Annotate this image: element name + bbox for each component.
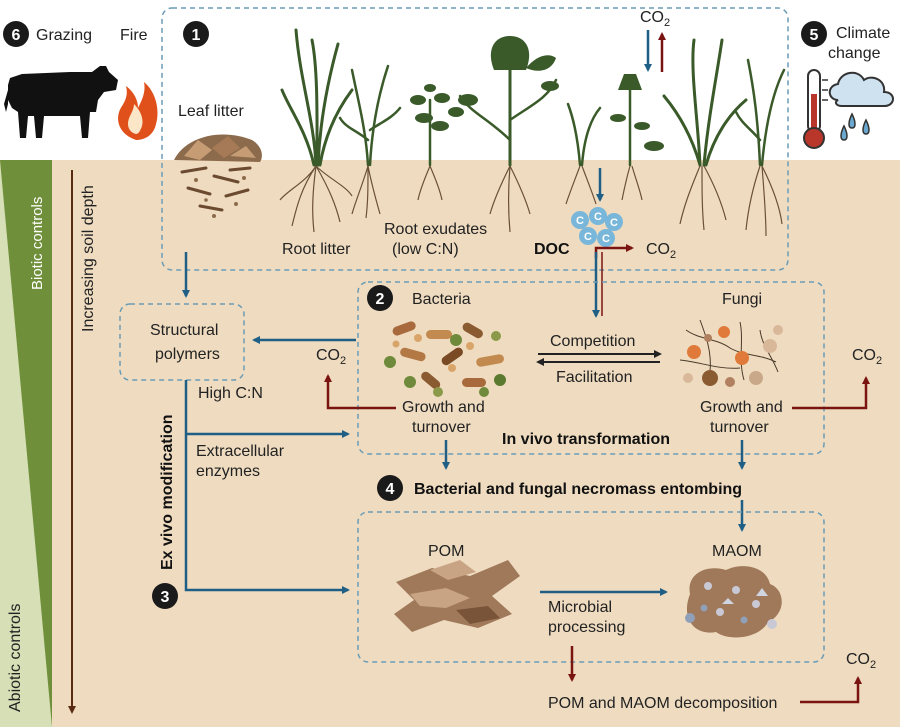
- bacteria-growth-label-1: Growth and: [402, 399, 485, 416]
- maom-illustration: [685, 566, 782, 638]
- doc-label: DOC: [534, 241, 570, 258]
- leaf-litter-label: Leaf litter: [178, 103, 244, 120]
- fire-label: Fire: [120, 27, 148, 44]
- co2-atmosphere-label: CO2: [640, 9, 670, 29]
- high-cn-label: High C:N: [198, 385, 263, 402]
- decomposition-label: POM and MAOM decomposition: [548, 695, 777, 712]
- ex-vivo-pathway: [184, 380, 350, 594]
- svg-text:C: C: [594, 211, 602, 223]
- root-exudates-label-1: Root exudates: [384, 221, 487, 238]
- svg-text:C: C: [610, 217, 618, 229]
- fungi-label: Fungi: [722, 291, 762, 308]
- processing-label-1: Microbial: [548, 599, 612, 616]
- bacteria-label: Bacteria: [412, 291, 471, 308]
- bacteria-co2-arrow: [324, 374, 396, 410]
- enzymes-label-2: enzymes: [196, 463, 260, 480]
- depth-label: Increasing soil depth: [80, 185, 97, 332]
- necromass-badge: 4: [377, 475, 403, 501]
- fungi-growth-label-1: Growth and: [700, 399, 783, 416]
- root-litter-label: Root litter: [282, 241, 351, 258]
- decomposition-co2-arrow: [800, 676, 862, 704]
- microbes-badge: 2: [367, 285, 393, 311]
- processing-label-2: processing: [548, 619, 625, 636]
- facilitation-label: Facilitation: [556, 369, 632, 386]
- plants-illustration: [280, 28, 786, 167]
- fungi-co2-arrow: [792, 376, 870, 410]
- pom-illustration: [394, 560, 520, 632]
- ex-vivo-badge: 3: [152, 583, 178, 609]
- plant-inputs-box: [161, 7, 789, 271]
- pom-maom-box: [357, 511, 825, 663]
- microbes-number: 2: [376, 291, 385, 308]
- bacteria-growth-label-2: turnover: [412, 419, 471, 436]
- in-vivo-label: In vivo transformation: [502, 431, 670, 448]
- grazing-number: 6: [12, 27, 21, 44]
- fungi-co2-label: CO2: [852, 347, 882, 367]
- svg-text:C: C: [602, 233, 610, 245]
- doc-co2-label: CO2: [646, 241, 676, 261]
- fire-icon: [118, 82, 158, 140]
- plant-inputs-number: 1: [192, 27, 201, 44]
- structural-polymers-label-1: Structural: [150, 322, 218, 339]
- ex-vivo-number: 3: [161, 589, 170, 606]
- climate-label-2: change: [828, 45, 881, 62]
- structural-polymers-box: [119, 303, 245, 381]
- bacteria-illustration: [384, 321, 506, 397]
- competition-label: Competition: [550, 333, 635, 350]
- root-exudates-label-2: (low C:N): [392, 241, 459, 258]
- fungi-growth-label-2: turnover: [710, 419, 769, 436]
- cow-icon: [4, 66, 118, 138]
- climate-badge: 5: [801, 21, 827, 47]
- ex-vivo-label: Ex vivo modification: [159, 414, 176, 570]
- roots-illustration: [279, 165, 783, 237]
- enzymes-label-1: Extracellular: [196, 443, 285, 460]
- controls-bar: Biotic controls Abiotic controls: [0, 160, 52, 727]
- necromass-number: 4: [386, 481, 395, 498]
- biotic-controls-label: Biotic controls: [29, 197, 46, 290]
- structural-polymers-label-2: polymers: [155, 346, 220, 363]
- climate-number: 5: [810, 27, 819, 44]
- rain-cloud-icon: [828, 71, 894, 141]
- leaf-litter-illustration: [174, 134, 262, 218]
- abiotic-controls-label: Abiotic controls: [7, 604, 24, 713]
- plant-inputs-badge: 1: [183, 21, 209, 47]
- decomposition-co2-label: CO2: [846, 651, 876, 671]
- pom-label: POM: [428, 543, 464, 560]
- svg-text:C: C: [576, 215, 584, 227]
- grazing-label: Grazing: [36, 27, 92, 44]
- bacteria-co2-label: CO2: [316, 347, 346, 367]
- fungi-illustration: [679, 319, 783, 387]
- maom-label: MAOM: [712, 543, 762, 560]
- grazing-badge: 6: [3, 21, 29, 47]
- depth-arrow: Increasing soil depth: [68, 170, 97, 714]
- thermometer-icon: [803, 69, 828, 149]
- climate-label-1: Climate: [836, 25, 890, 42]
- svg-text:C: C: [584, 231, 592, 243]
- necromass-label: Bacterial and fungal necromass entombing: [414, 481, 742, 498]
